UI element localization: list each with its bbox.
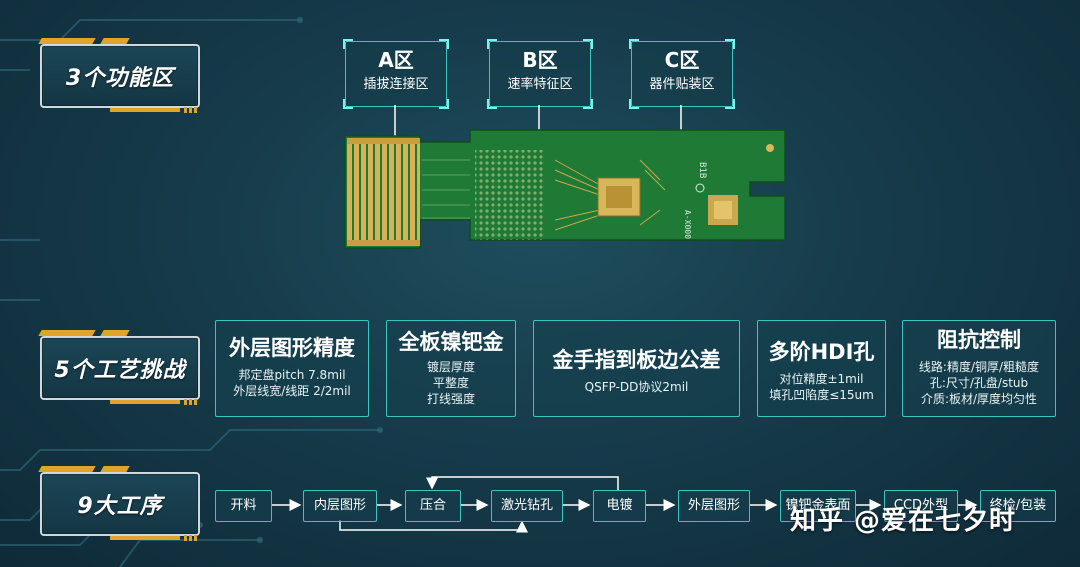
- challenge-title: 外层图形精度: [229, 336, 355, 360]
- challenge-detail: 填孔凹陷度≤15um: [769, 388, 874, 402]
- process-step-4: 激光钻孔: [491, 490, 563, 522]
- corner-accent: [487, 99, 497, 109]
- corner-accent: [725, 99, 735, 109]
- process-step-8: CCD外型: [884, 490, 958, 522]
- corner-accent: [583, 39, 593, 49]
- challenge-title: 金手指到板边公差: [552, 348, 721, 372]
- label-dots-decoration: [184, 535, 198, 541]
- challenge-title: 阻抗控制: [937, 328, 1021, 352]
- die-core: [606, 186, 632, 208]
- challenge-detail: 邦定盘pitch 7.8mil: [238, 368, 346, 382]
- zone-title: A区: [378, 48, 414, 72]
- silk-text: B1B: [697, 162, 707, 178]
- loop-arrow-top: [426, 476, 619, 490]
- label-dots-decoration: [184, 399, 198, 405]
- process-step-9: 终检/包装: [980, 490, 1056, 522]
- label-tab-decoration: [100, 38, 130, 44]
- loop-arrow-bottom: [339, 520, 528, 533]
- challenge-gold-finger-tolerance: 金手指到板边公差 QSFP-DD协议2mil: [533, 320, 740, 417]
- bga-pad-array: [475, 150, 545, 240]
- corner-accent: [487, 39, 497, 49]
- qfn-pad: [714, 201, 732, 219]
- corner-accent: [629, 99, 639, 109]
- corner-accent: [439, 39, 449, 49]
- challenge-detail: 孔:尺寸/孔盘/stub: [929, 376, 1029, 390]
- label-tab-decoration: [100, 330, 130, 336]
- corner-accent: [343, 99, 353, 109]
- section-label-process: 9大工序: [38, 466, 200, 541]
- challenge-detail: 打线强度: [426, 392, 475, 406]
- challenge-detail: 外层线宽/线距 2/2mil: [233, 384, 351, 398]
- process-step-3: 压合: [405, 490, 461, 522]
- section-label-challenges: 5个工艺挑战: [38, 330, 200, 405]
- challenge-detail: QSFP-DD协议2mil: [584, 380, 689, 394]
- challenge-title: 多阶HDI孔: [768, 340, 875, 364]
- label-tab-decoration: [38, 330, 96, 336]
- challenge-detail: 平整度: [432, 376, 469, 390]
- chip-fanout-traces: [554, 159, 666, 231]
- label-bar-decoration: [110, 536, 180, 540]
- corner-accent: [343, 39, 353, 49]
- mounting-pad: [766, 144, 774, 152]
- zone-subtitle: 器件贴装区: [649, 77, 715, 92]
- zone-subtitle: 速率特征区: [507, 77, 573, 92]
- process-step-1: 开料: [215, 490, 272, 522]
- pcb-board-image: B1B A-X000: [344, 105, 786, 249]
- challenge-outer-layer-precision: 外层图形精度 邦定盘pitch 7.8mil 外层线宽/线距 2/2mil: [215, 320, 369, 417]
- silk-text: A-X000: [683, 210, 692, 239]
- corner-accent: [583, 99, 593, 109]
- challenge-title: 全板镍钯金: [398, 330, 504, 354]
- label-tab-decoration: [38, 38, 96, 44]
- zone-c-box: C区 器件贴装区: [629, 39, 735, 109]
- challenge-hdi-vias: 多阶HDI孔 对位精度±1mil 填孔凹陷度≤15um: [757, 320, 886, 417]
- process-step-2: 内层图形: [303, 490, 377, 522]
- process-step-5: 电镀: [593, 490, 646, 522]
- gold-finger-edge: [347, 138, 420, 144]
- zone-title: B区: [522, 48, 558, 72]
- zone-b-box: B区 速率特征区: [487, 39, 593, 109]
- challenge-enepig: 全板镍钯金 镀层厚度 平整度 打线强度: [386, 320, 516, 417]
- process-step-6: 外层图形: [678, 490, 750, 522]
- process-step-7: 镍钯金表面: [780, 490, 856, 522]
- section-label-text: 9大工序: [77, 494, 163, 519]
- corner-accent: [725, 39, 735, 49]
- challenge-detail: 线路:精度/铜厚/粗糙度: [918, 360, 1040, 374]
- label-bar-decoration: [110, 108, 180, 112]
- zone-a-box: A区 插拔连接区: [343, 39, 449, 109]
- trace-lines: [422, 159, 470, 219]
- label-dots-decoration: [184, 107, 198, 113]
- zone-title: C区: [664, 48, 700, 72]
- corner-accent: [439, 99, 449, 109]
- challenge-detail: 介质:板材/厚度均匀性: [920, 392, 1038, 406]
- gold-finger-area: [347, 138, 420, 246]
- section-label-text: 5个工艺挑战: [54, 358, 186, 383]
- challenge-impedance-control: 阻抗控制 线路:精度/铜厚/粗糙度 孔:尺寸/孔盘/stub 介质:板材/厚度均…: [902, 320, 1056, 417]
- watermark: 知乎 @爱在七夕时: [790, 506, 1017, 536]
- zone-subtitle: 插拔连接区: [363, 77, 429, 92]
- challenge-detail: 对位精度±1mil: [779, 372, 864, 386]
- label-bar-decoration: [110, 400, 180, 404]
- corner-accent: [629, 39, 639, 49]
- section-label-zones: 3个功能区: [38, 38, 200, 113]
- gold-finger-edge: [347, 240, 420, 246]
- process-flow-arrows: [272, 476, 978, 533]
- challenge-detail: 镀层厚度: [426, 360, 475, 374]
- section-label-text: 3个功能区: [65, 66, 175, 91]
- fiducial-mark: [695, 183, 705, 193]
